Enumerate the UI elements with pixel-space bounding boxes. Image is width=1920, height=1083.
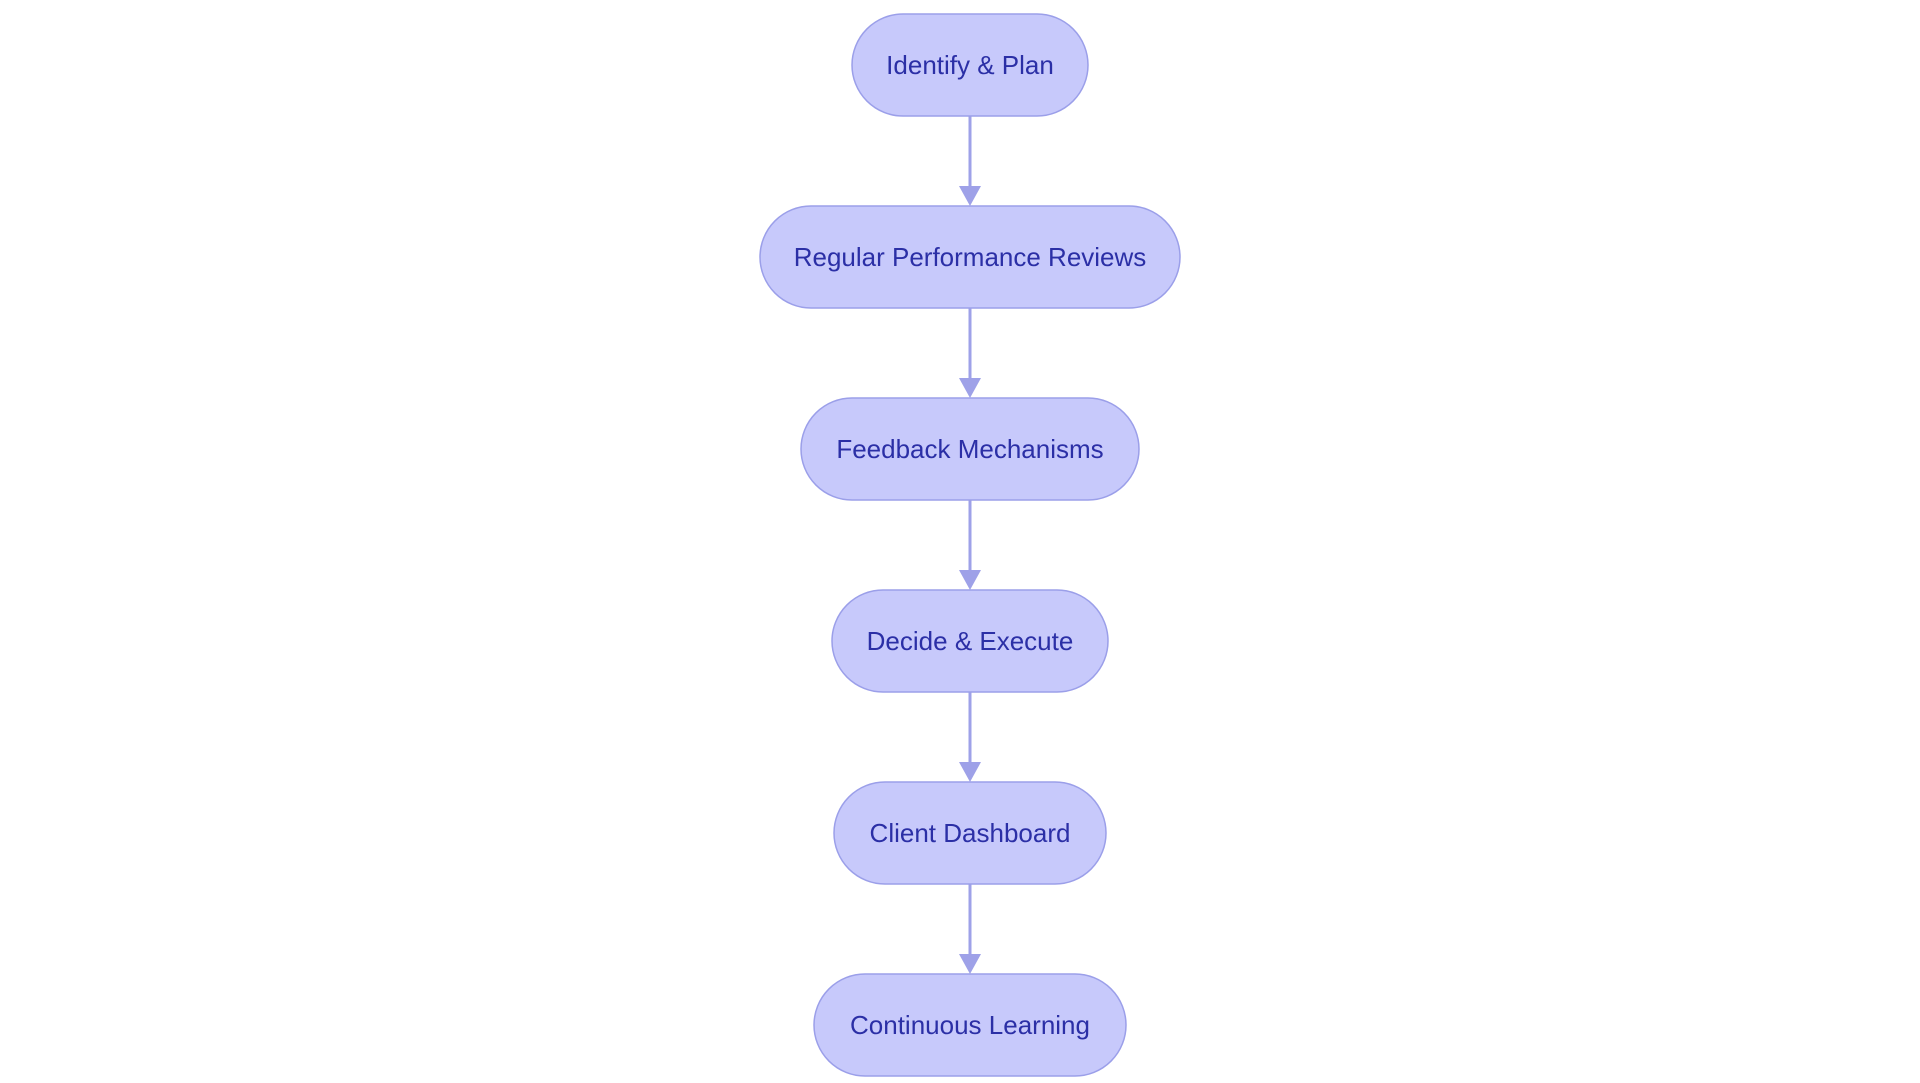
node-label: Feedback Mechanisms: [836, 434, 1103, 464]
node-continuous-learning: Continuous Learning: [813, 973, 1127, 1077]
node-label: Client Dashboard: [870, 818, 1071, 848]
edge-regular-performance-reviews-to-feedback-mechanisms: [959, 308, 981, 398]
node-label: Continuous Learning: [850, 1010, 1090, 1040]
arrowhead-icon: [959, 954, 981, 974]
node-regular-performance-reviews: Regular Performance Reviews: [759, 205, 1181, 309]
node-label: Identify & Plan: [886, 50, 1054, 80]
arrowhead-icon: [959, 186, 981, 206]
node-shape: [851, 13, 1089, 117]
node-shape: [800, 397, 1140, 501]
node-shape: [759, 205, 1181, 309]
node-shape: [831, 589, 1109, 693]
edge-feedback-mechanisms-to-decide-execute: [959, 500, 981, 590]
edge-identify-plan-to-regular-performance-reviews: [959, 116, 981, 206]
edge-client-dashboard-to-continuous-learning: [959, 884, 981, 974]
node-shape: [813, 973, 1127, 1077]
node-client-dashboard: Client Dashboard: [833, 781, 1107, 885]
node-identify-plan: Identify & Plan: [851, 13, 1089, 117]
node-feedback-mechanisms: Feedback Mechanisms: [800, 397, 1140, 501]
edge-decide-execute-to-client-dashboard: [959, 692, 981, 782]
node-shape: [833, 781, 1107, 885]
arrowhead-icon: [959, 762, 981, 782]
arrowhead-icon: [959, 378, 981, 398]
node-label: Decide & Execute: [867, 626, 1074, 656]
arrowhead-icon: [959, 570, 981, 590]
node-label: Regular Performance Reviews: [794, 242, 1147, 272]
edges-layer: [959, 116, 981, 974]
node-decide-execute: Decide & Execute: [831, 589, 1109, 693]
